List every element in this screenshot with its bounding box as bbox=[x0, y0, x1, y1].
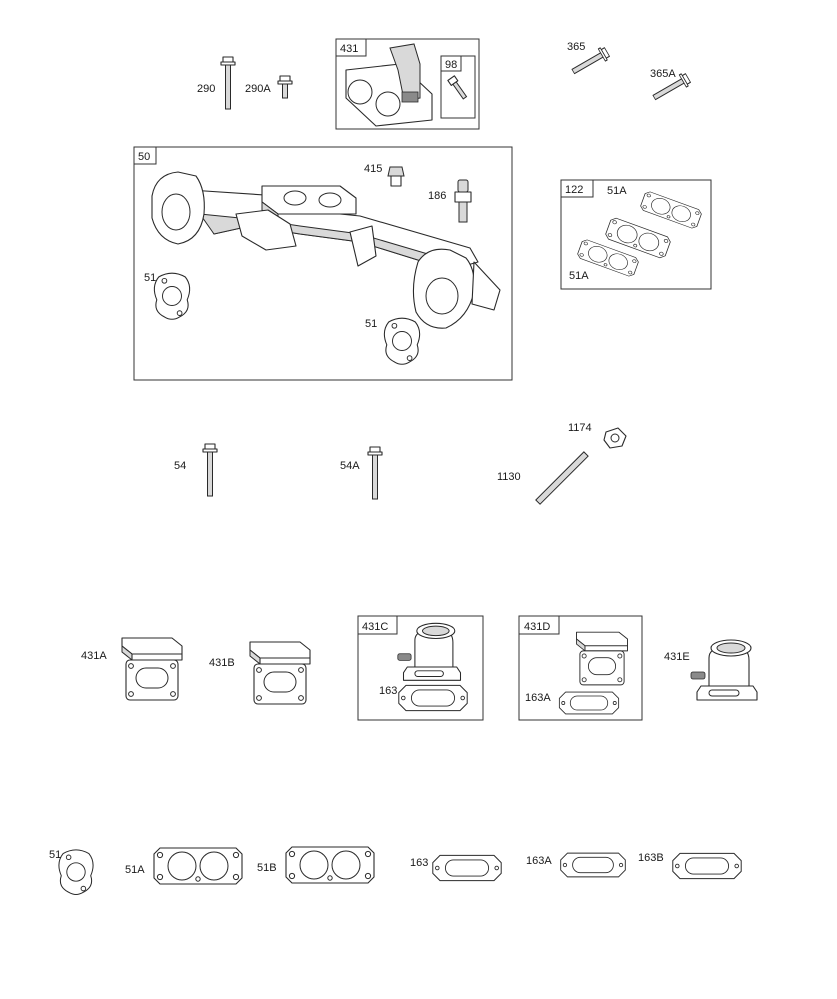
fitting-186 bbox=[454, 179, 472, 223]
label-1130: 1130 bbox=[497, 471, 521, 483]
label-54: 54 bbox=[174, 460, 186, 472]
gasket-51-right bbox=[383, 317, 421, 365]
elbow-431E bbox=[690, 639, 758, 701]
intake-manifold bbox=[151, 171, 501, 329]
label-51-bottom: 51 bbox=[49, 849, 61, 861]
gasket-51-left bbox=[153, 272, 191, 320]
gasket-163 bbox=[432, 854, 502, 882]
label-431B: 431B bbox=[209, 657, 235, 669]
manifold-kit-50: 50 415 186 51 bbox=[133, 146, 513, 381]
label-51A-row: 51A bbox=[125, 864, 145, 876]
gasket-kit-122: 122 51A 51A bbox=[560, 179, 712, 290]
label-51-right: 51 bbox=[365, 318, 377, 330]
label-415: 415 bbox=[364, 163, 382, 175]
label-290: 290 bbox=[197, 83, 215, 95]
label-290A: 290A bbox=[245, 83, 271, 95]
label-431D: 431D bbox=[524, 621, 550, 633]
gasket-163A-kit bbox=[558, 691, 620, 715]
plug-415 bbox=[387, 166, 405, 187]
kit-431: 431 98 bbox=[335, 38, 480, 130]
label-98: 98 bbox=[445, 59, 457, 71]
gasket-51-bottom bbox=[58, 849, 94, 896]
bolt-54 bbox=[202, 443, 218, 497]
kit-431D: 431D 163A bbox=[518, 615, 643, 721]
label-122: 122 bbox=[565, 184, 583, 196]
label-163-bottom: 163 bbox=[410, 857, 428, 869]
label-51A-bottom: 51A bbox=[569, 270, 589, 282]
bolt-290: 290 bbox=[197, 56, 236, 110]
gasket-51A-top bbox=[639, 190, 703, 230]
label-51-left: 51 bbox=[144, 272, 156, 284]
label-365: 365 bbox=[567, 41, 585, 53]
label-163B: 163B bbox=[638, 852, 664, 864]
label-365A: 365A bbox=[650, 68, 676, 80]
label-51A-top: 51A bbox=[607, 185, 627, 197]
nut-1174 bbox=[603, 427, 627, 449]
throttle-body-431 bbox=[345, 43, 433, 127]
screw-98 bbox=[447, 75, 468, 100]
label-186: 186 bbox=[428, 190, 446, 202]
label-54A: 54A bbox=[340, 460, 360, 472]
label-50: 50 bbox=[138, 151, 150, 163]
label-431C: 431C bbox=[362, 621, 388, 633]
spacer-431B bbox=[249, 641, 311, 705]
gasket-163A bbox=[560, 852, 626, 878]
stud-1130 bbox=[535, 451, 589, 505]
label-51B: 51B bbox=[257, 862, 277, 874]
gasket-163B bbox=[672, 852, 742, 880]
spacer-431A bbox=[121, 637, 183, 701]
gasket-51B bbox=[285, 846, 375, 884]
spacer-431D bbox=[576, 631, 628, 686]
gasket-163-kit bbox=[398, 684, 468, 712]
elbow-431C bbox=[397, 622, 462, 681]
label-431A: 431A bbox=[81, 650, 107, 662]
label-431E: 431E bbox=[664, 651, 690, 663]
kit-431C: 431C 163 bbox=[357, 615, 484, 721]
label-163A-bottom: 163A bbox=[526, 855, 552, 867]
label-1174: 1174 bbox=[568, 422, 592, 434]
label-163A-kit: 163A bbox=[525, 692, 551, 704]
bolt-290A: 290A bbox=[245, 75, 293, 99]
bolt-54A bbox=[367, 446, 383, 500]
label-431: 431 bbox=[340, 43, 358, 55]
label-163-kit: 163 bbox=[379, 685, 397, 697]
gasket-51A bbox=[153, 847, 243, 885]
